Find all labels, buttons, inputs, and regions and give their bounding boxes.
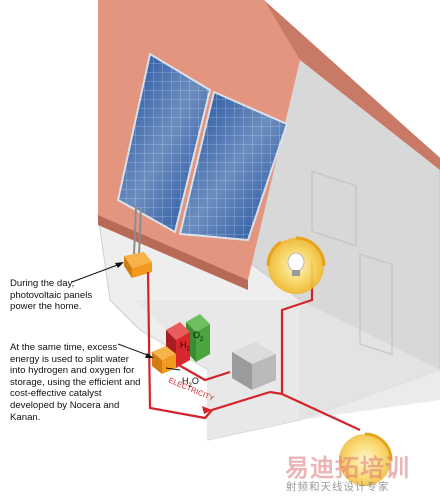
interior-door: [359, 253, 393, 356]
watermark-logo: 易迪拓培训: [285, 454, 410, 482]
electricity-wire: [146, 271, 271, 420]
roof-edge: [264, 0, 440, 170]
storage-callout: At the same time, excess energy is used …: [10, 342, 141, 423]
daytime-arrowhead: [115, 262, 124, 268]
junction-box-icon: [124, 252, 152, 278]
storage-arrowhead: [145, 353, 154, 358]
daytime-callout: During the day, photovoltaic panels powe…: [10, 278, 93, 313]
house-floor: [135, 300, 440, 440]
light-bulb-icon: [266, 236, 326, 294]
water-label: H2O: [182, 376, 199, 389]
daytime-arrow: [71, 263, 121, 283]
solar-panel-icon: [116, 52, 289, 242]
storage-arrow: [117, 343, 151, 357]
interior-window: [311, 170, 357, 247]
fuel-cell-icon: [232, 342, 276, 390]
panel-conduit: [133, 205, 142, 256]
wire-arrowhead: [202, 406, 212, 414]
oxygen-label: O2: [193, 330, 204, 343]
water-arrow: [165, 367, 181, 371]
lower-glow-icon: [339, 432, 393, 486]
oxygen-tank-icon: [186, 314, 210, 362]
watermark-tagline: 射频和天线设计专家: [286, 481, 390, 493]
hydrogen-label: H2: [180, 340, 190, 353]
